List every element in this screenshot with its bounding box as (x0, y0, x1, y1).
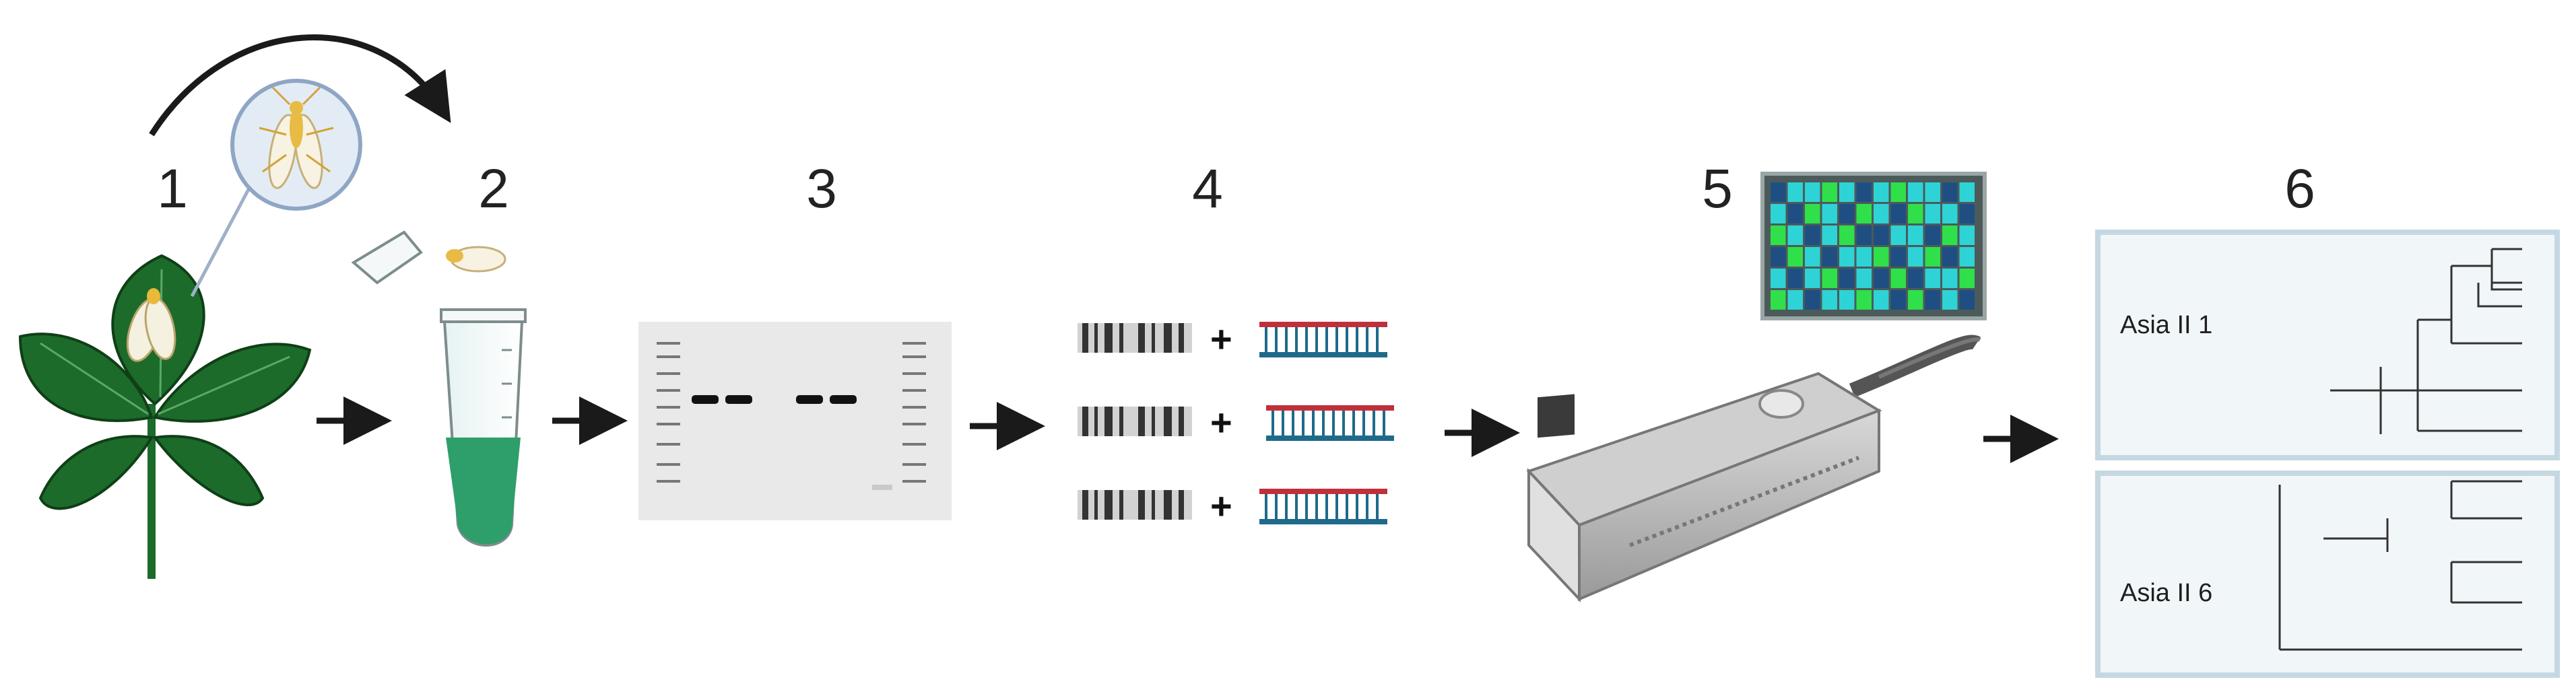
sequencing-grid (1760, 172, 1987, 320)
grid-cell (1925, 290, 1940, 310)
grid-cell (1856, 204, 1872, 223)
grid-cell (1925, 204, 1940, 223)
grid-cell (1959, 290, 1975, 310)
grid-cell (1942, 290, 1958, 310)
grid-cell (1839, 269, 1855, 288)
grid-cell (1787, 182, 1803, 202)
gel-electrophoresis (638, 322, 952, 520)
nanopore-sequencer (1526, 335, 1981, 603)
grid-cell (1771, 204, 1786, 223)
grid-cell (1874, 182, 1889, 202)
svg-text:+: + (1210, 318, 1232, 360)
grid-cell (1856, 182, 1872, 202)
grid-cell (1890, 269, 1906, 288)
grid-cell (1822, 182, 1837, 202)
magnified-whitefly (230, 79, 362, 211)
step-number-2: 2 (478, 158, 509, 219)
grid-cell (1959, 182, 1975, 202)
grid-cell (1805, 225, 1820, 245)
grid-cell (1839, 290, 1855, 310)
grid-cell (1942, 182, 1958, 202)
grid-cell (1771, 269, 1786, 288)
grid-cell (1925, 182, 1940, 202)
grid-cell (1890, 290, 1906, 310)
step-number-4: 4 (1192, 158, 1223, 219)
grid-cell (1787, 247, 1803, 267)
tree-panel-top (2095, 230, 2560, 460)
svg-text:+: + (1210, 485, 1232, 527)
grid-cell (1942, 225, 1958, 245)
grid-cell (1890, 247, 1906, 267)
grid-cell (1874, 290, 1889, 310)
grid-cell (1908, 182, 1923, 202)
grid-cell (1839, 204, 1855, 223)
grid-cell (1805, 182, 1820, 202)
grid-cell (1805, 290, 1820, 310)
grid-cell (1856, 247, 1872, 267)
grid-cell (1822, 290, 1837, 310)
grid-cell (1890, 182, 1906, 202)
grid-cell (1839, 225, 1855, 245)
grid-cell (1874, 269, 1889, 288)
grid-cell (1822, 269, 1837, 288)
grid-cell (1771, 182, 1786, 202)
grid-cell (1874, 225, 1889, 245)
grid-cell (1959, 225, 1975, 245)
grid-cell (1890, 225, 1906, 245)
grid-cell (1822, 247, 1837, 267)
step-number-1: 1 (157, 158, 188, 219)
grid-cell (1925, 247, 1940, 267)
magnifier-pointer (190, 180, 255, 298)
step-number-3: 3 (806, 158, 837, 219)
grid-cell (1856, 225, 1872, 245)
leaf-whitefly (126, 288, 176, 362)
grid-cell (1959, 269, 1975, 288)
grid-cell (1839, 182, 1855, 202)
grid-cell (1787, 225, 1803, 245)
tree-panel-bottom (2095, 471, 2560, 678)
grid-cell (1787, 269, 1803, 288)
whitefly-into-tube (446, 246, 506, 273)
grid-cell (1856, 290, 1872, 310)
grid-cell (1925, 269, 1940, 288)
grid-cell (1908, 269, 1923, 288)
grid-cell (1874, 247, 1889, 267)
step-number-5: 5 (1702, 158, 1733, 219)
grid-cell (1839, 247, 1855, 267)
grid-cell (1787, 204, 1803, 223)
svg-text:+: + (1210, 401, 1232, 444)
step-number-6: 6 (2284, 158, 2315, 219)
tree-label-asia-ii-1: Asia II 1 (2120, 311, 2213, 339)
grid-cell (1805, 269, 1820, 288)
grid-cell (1822, 225, 1837, 245)
grid-cell (1959, 247, 1975, 267)
grid-cell (1856, 269, 1872, 288)
tree-label-asia-ii-6: Asia II 6 (2120, 579, 2213, 607)
grid-cell (1908, 290, 1923, 310)
grid-cell (1787, 290, 1803, 310)
grid-cell (1908, 225, 1923, 245)
microcentrifuge-tube (351, 230, 527, 547)
grid-cell (1959, 204, 1975, 223)
grid-cell (1908, 204, 1923, 223)
curved-transfer-arrow (149, 34, 451, 137)
grid-cell (1805, 247, 1820, 267)
grid-cell (1771, 247, 1786, 267)
grid-cell (1890, 204, 1906, 223)
grid-cell (1942, 269, 1958, 288)
barcode-adapter-ligation: + + + (1078, 318, 1394, 527)
grid-cell (1908, 247, 1923, 267)
grid-cell (1771, 225, 1786, 245)
grid-cell (1942, 204, 1958, 223)
grid-cell (1805, 204, 1820, 223)
grid-cell (1874, 204, 1889, 223)
grid-cell (1925, 225, 1940, 245)
grid-cell (1822, 204, 1837, 223)
grid-cell (1942, 247, 1958, 267)
grid-cell (1771, 290, 1786, 310)
